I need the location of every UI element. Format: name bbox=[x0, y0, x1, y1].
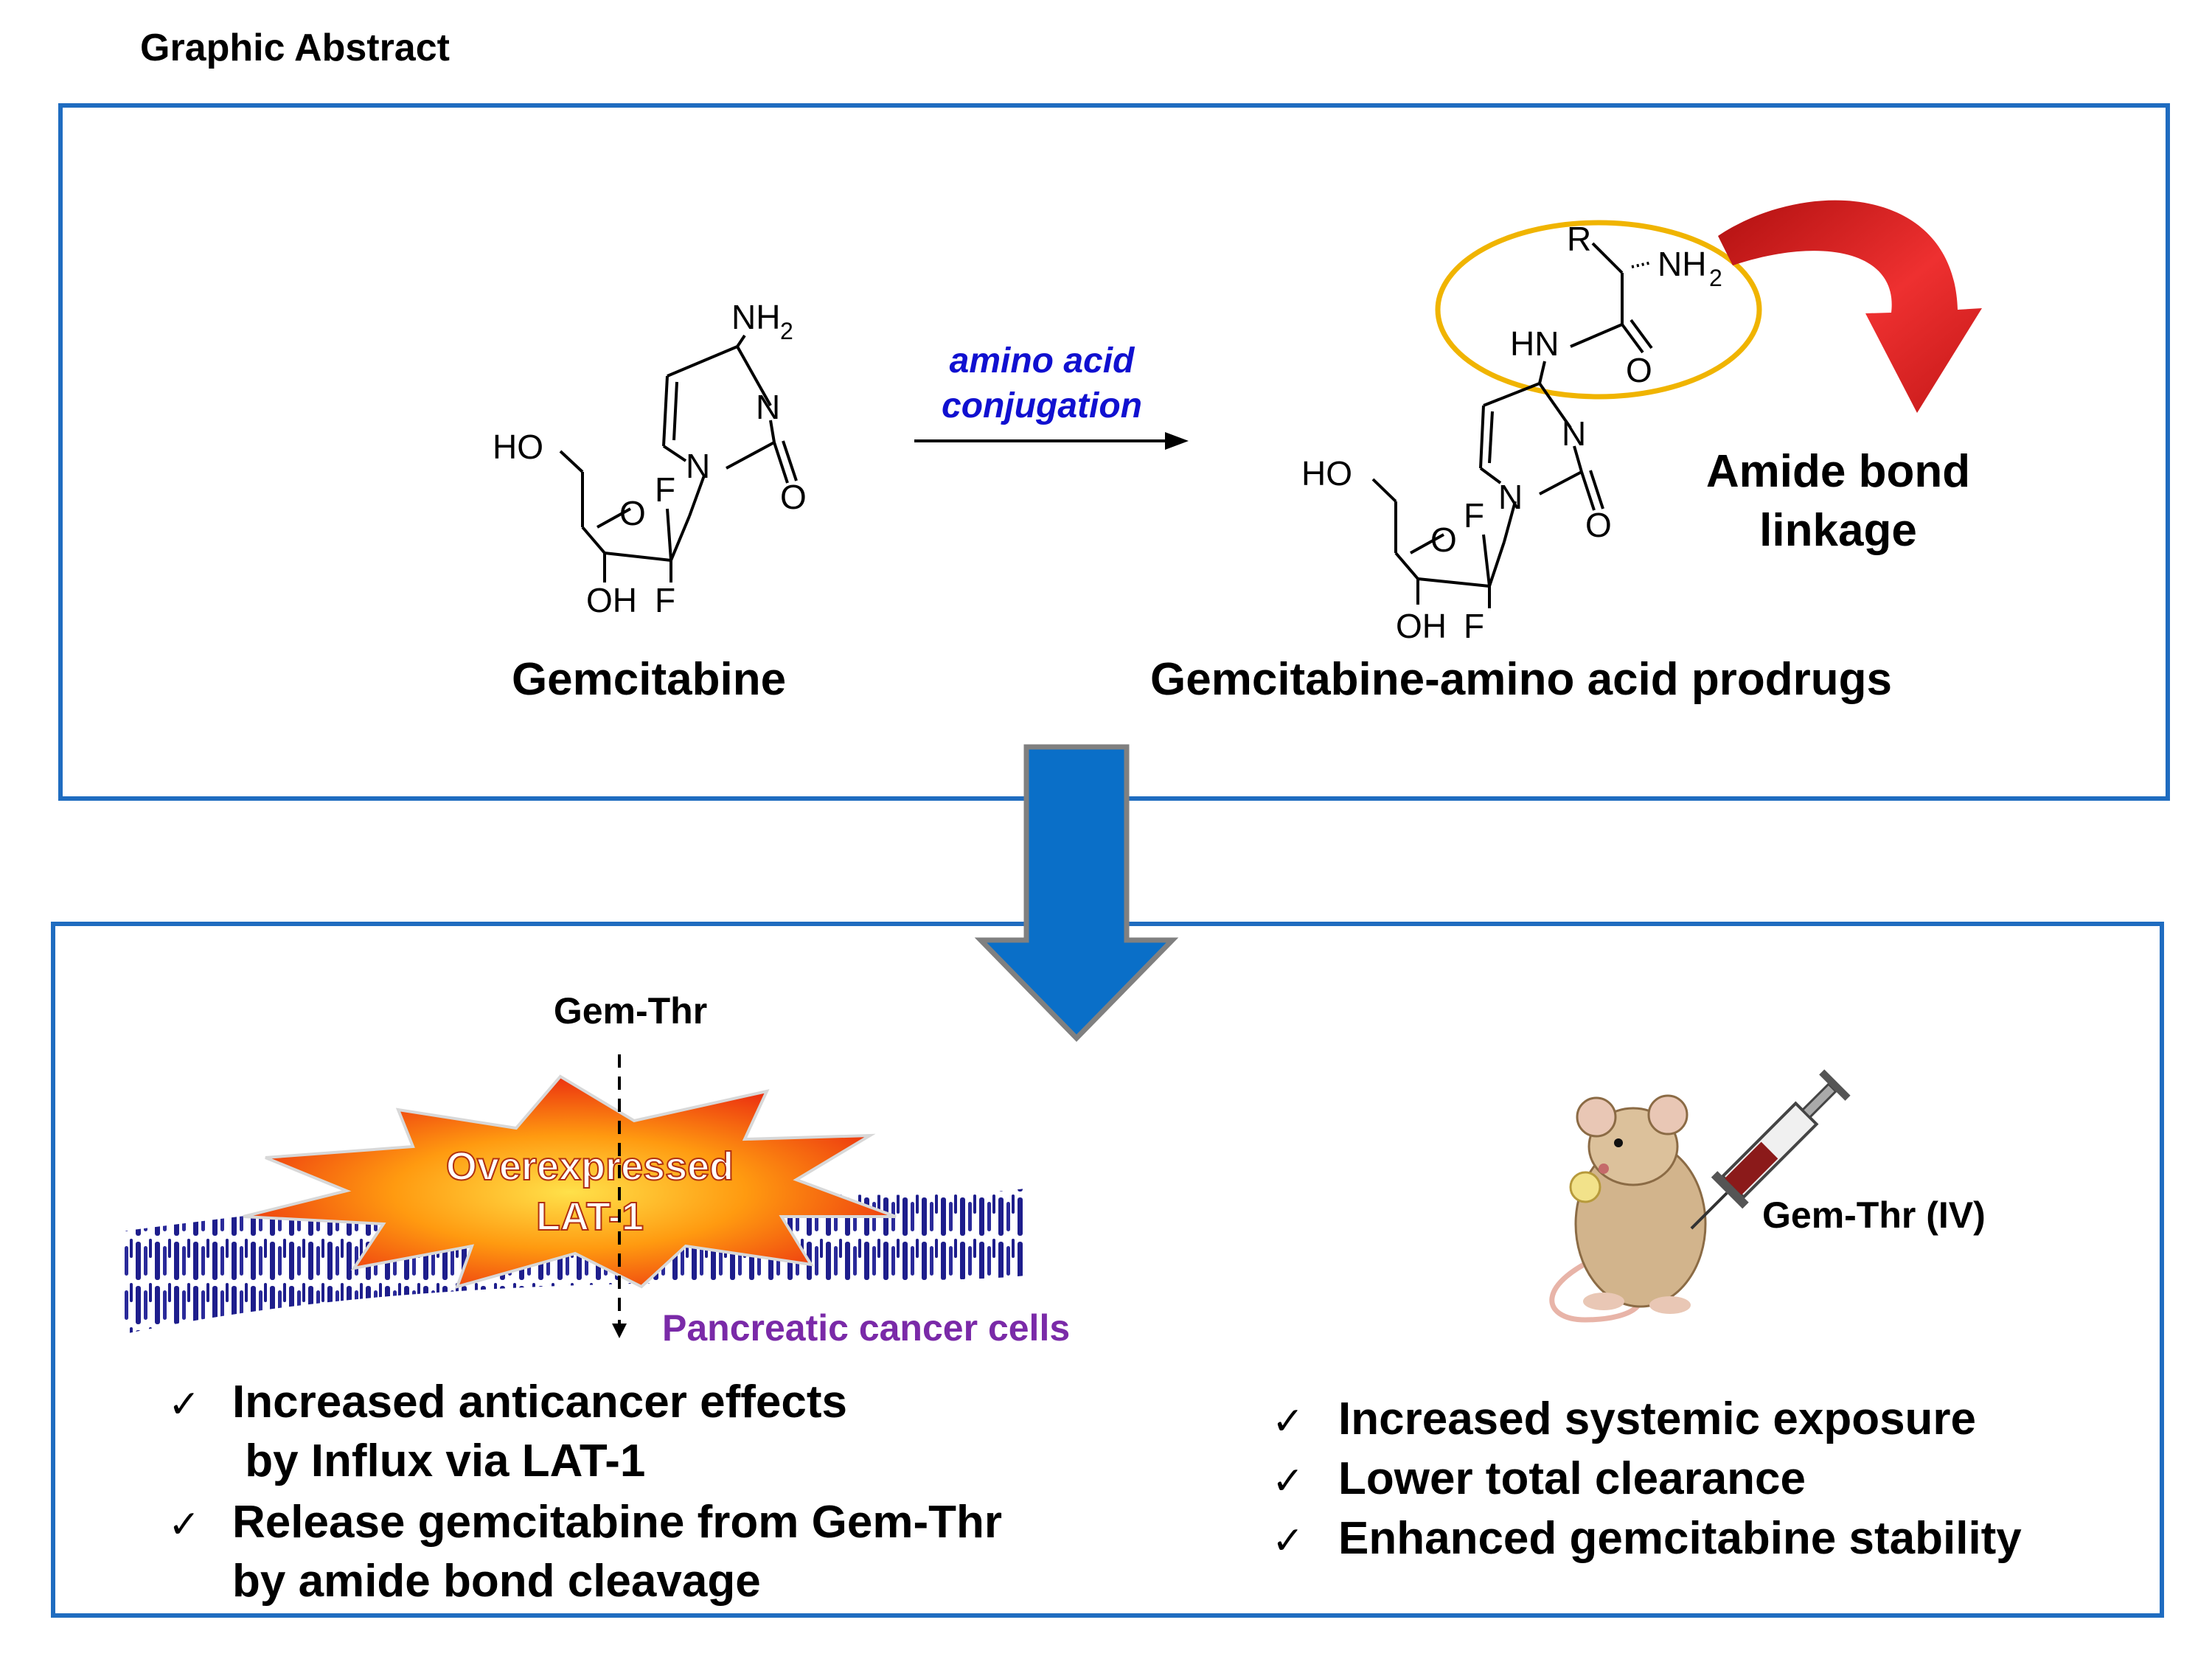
gemcitabine-structure bbox=[559, 334, 798, 582]
gemcitabine-label: Gemcitabine bbox=[512, 654, 786, 705]
svg-text:OH: OH bbox=[586, 581, 637, 619]
reaction-label-line1: amino acid bbox=[950, 341, 1135, 380]
svg-text:F: F bbox=[1464, 607, 1484, 645]
check-icon: ✓ bbox=[1272, 1520, 1304, 1562]
burst-shape bbox=[243, 1074, 897, 1289]
left-point-2-line1: Release gemcitabine from Gem-Thr bbox=[232, 1497, 1002, 1548]
svg-text:O: O bbox=[619, 494, 646, 532]
reaction-label-line2: conjugation bbox=[942, 386, 1142, 425]
annotation-line1: Amide bond bbox=[1706, 446, 1970, 497]
svg-text:O: O bbox=[1430, 521, 1457, 559]
prodrug-label: Gemcitabine-amino acid prodrugs bbox=[1150, 654, 1892, 705]
left-point-1-line1: Increased anticancer effects bbox=[232, 1377, 847, 1427]
check-icon: ✓ bbox=[1272, 1460, 1304, 1503]
prodrug-structure bbox=[1371, 242, 1653, 608]
influx-dashed-arrow bbox=[612, 1054, 627, 1338]
annotation-line2: linkage bbox=[1759, 505, 1917, 556]
prodrug-atom-labels: R NH 2 HN O N N O HO O F OH F bbox=[1301, 220, 1722, 645]
svg-text:N: N bbox=[1562, 414, 1586, 453]
cell-label: Pancreatic cancer cells bbox=[662, 1307, 1070, 1349]
svg-text:NH: NH bbox=[731, 298, 780, 336]
left-point-1-line2: by Influx via LAT-1 bbox=[232, 1436, 645, 1486]
svg-text:F: F bbox=[1464, 496, 1484, 535]
svg-text:N: N bbox=[756, 388, 780, 426]
svg-text:O: O bbox=[1585, 506, 1612, 544]
svg-text:N: N bbox=[1498, 478, 1523, 516]
check-icon: ✓ bbox=[1272, 1400, 1304, 1443]
animal-label: Gem-Thr (IV) bbox=[1762, 1194, 1986, 1236]
cell-membrane bbox=[122, 1188, 1025, 1335]
right-points: ✓ Increased systemic exposure ✓ Lower to… bbox=[1272, 1394, 2022, 1564]
svg-text:F: F bbox=[655, 470, 675, 509]
left-points: ✓ Increased anticancer effects by Influx… bbox=[168, 1377, 1002, 1607]
svg-text:O: O bbox=[780, 478, 807, 516]
compound-label: Gem-Thr bbox=[554, 990, 707, 1032]
check-icon: ✓ bbox=[168, 1383, 201, 1426]
svg-text:NH: NH bbox=[1658, 245, 1706, 283]
svg-text:OH: OH bbox=[1396, 607, 1447, 645]
svg-text:F: F bbox=[655, 581, 675, 619]
check-icon: ✓ bbox=[168, 1503, 201, 1546]
flow-arrow-icon bbox=[974, 744, 1179, 1043]
curved-red-arrow-icon bbox=[1718, 200, 1982, 413]
svg-text:O: O bbox=[1626, 351, 1652, 389]
svg-text:HN: HN bbox=[1510, 324, 1559, 363]
svg-text:HO: HO bbox=[1301, 454, 1352, 493]
right-point-3: Enhanced gemcitabine stability bbox=[1338, 1513, 2022, 1564]
left-point-2-line2: by amide bond cleavage bbox=[232, 1556, 761, 1607]
svg-text:N: N bbox=[686, 447, 710, 485]
right-point-2: Lower total clearance bbox=[1338, 1453, 1806, 1504]
burst-line1: Overexpressed bbox=[446, 1144, 734, 1189]
gemcitabine-atom-labels: NH 2 N N O HO O F OH F bbox=[493, 298, 807, 619]
svg-text:HO: HO bbox=[493, 428, 543, 466]
page-title: Graphic Abstract bbox=[140, 27, 450, 69]
mouse-syringe-icon bbox=[1549, 1069, 1851, 1323]
amino-acid-highlight bbox=[1435, 220, 1762, 400]
svg-text:2: 2 bbox=[780, 318, 793, 344]
svg-text:R: R bbox=[1567, 220, 1591, 258]
right-point-1: Increased systemic exposure bbox=[1338, 1394, 1976, 1444]
reaction-arrow bbox=[914, 432, 1189, 450]
svg-text:2: 2 bbox=[1709, 265, 1722, 291]
burst-line2: LAT-1 bbox=[536, 1194, 644, 1239]
